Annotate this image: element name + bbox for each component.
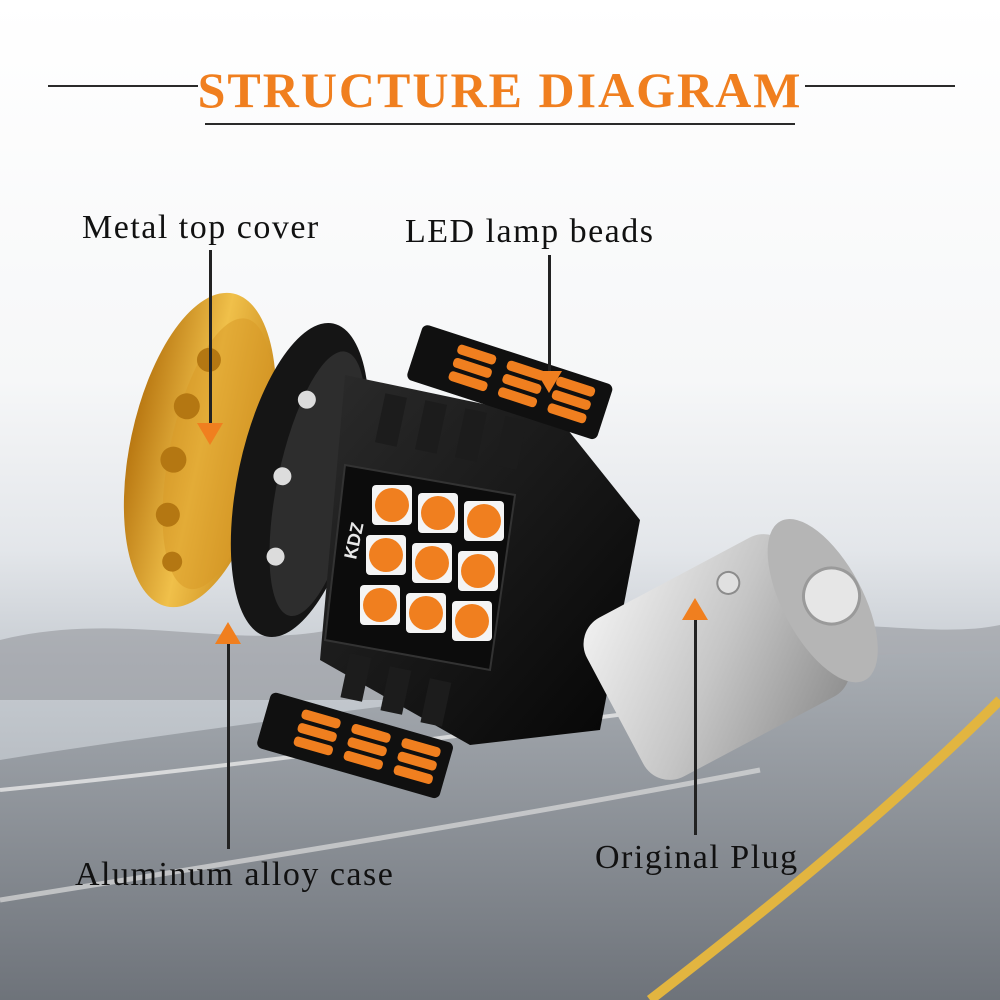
- led-bead: [343, 750, 383, 770]
- led-bead: [297, 723, 337, 742]
- label-aluminum-alloy-case: Aluminum alloy case: [75, 856, 395, 893]
- led-bead: [502, 374, 542, 394]
- led-bead: [457, 344, 497, 365]
- led-chip: [363, 588, 397, 622]
- led-lamp-beads-strip-top: [407, 325, 613, 440]
- title-rule-left: [48, 85, 198, 87]
- led-chip: [375, 488, 409, 522]
- led-bead: [506, 360, 546, 381]
- title-rule-right: [805, 85, 955, 87]
- led-chip: [455, 604, 489, 638]
- led-lamp-beads-strip-bottom: [257, 692, 453, 799]
- leader-metal-top-cover: [209, 250, 212, 425]
- diagram-title: STRUCTURE DIAGRAM: [197, 62, 803, 118]
- led-chip-grid: [360, 485, 504, 641]
- led-bead: [301, 709, 341, 729]
- road-yellow-line: [646, 696, 1000, 1000]
- original-plug-base: [583, 519, 878, 780]
- led-chip: [421, 496, 455, 530]
- led-bead: [351, 723, 391, 743]
- led-bead: [293, 736, 333, 756]
- led-chip: [409, 596, 443, 630]
- led-chip: [415, 546, 449, 580]
- led-bead: [397, 751, 437, 771]
- label-original-plug: Original Plug: [595, 839, 799, 876]
- led-bead: [393, 765, 433, 784]
- arrow-aluminum-alloy-case: [215, 622, 241, 644]
- led-bead: [556, 376, 596, 397]
- leader-aluminum-alloy-case: [227, 644, 230, 849]
- arrow-led-lamp-beads: [536, 371, 562, 393]
- led-bead: [452, 357, 492, 378]
- arrow-original-plug: [682, 598, 708, 620]
- led-chip: [461, 554, 495, 588]
- arrow-metal-top-cover: [197, 423, 223, 445]
- led-chip: [467, 504, 501, 538]
- led-bead: [497, 387, 538, 408]
- led-bead: [547, 403, 587, 424]
- led-bead: [551, 390, 591, 410]
- led-bead: [347, 737, 387, 757]
- led-bead: [448, 371, 488, 392]
- leader-led-lamp-beads: [548, 255, 551, 373]
- road-edge-line: [0, 767, 761, 903]
- led-chip: [369, 538, 403, 572]
- title-underline: [205, 123, 795, 125]
- leader-original-plug: [694, 620, 697, 835]
- label-led-lamp-beads: LED lamp beads: [405, 213, 655, 250]
- led-bead: [401, 738, 441, 758]
- label-metal-top-cover: Metal top cover: [82, 209, 320, 246]
